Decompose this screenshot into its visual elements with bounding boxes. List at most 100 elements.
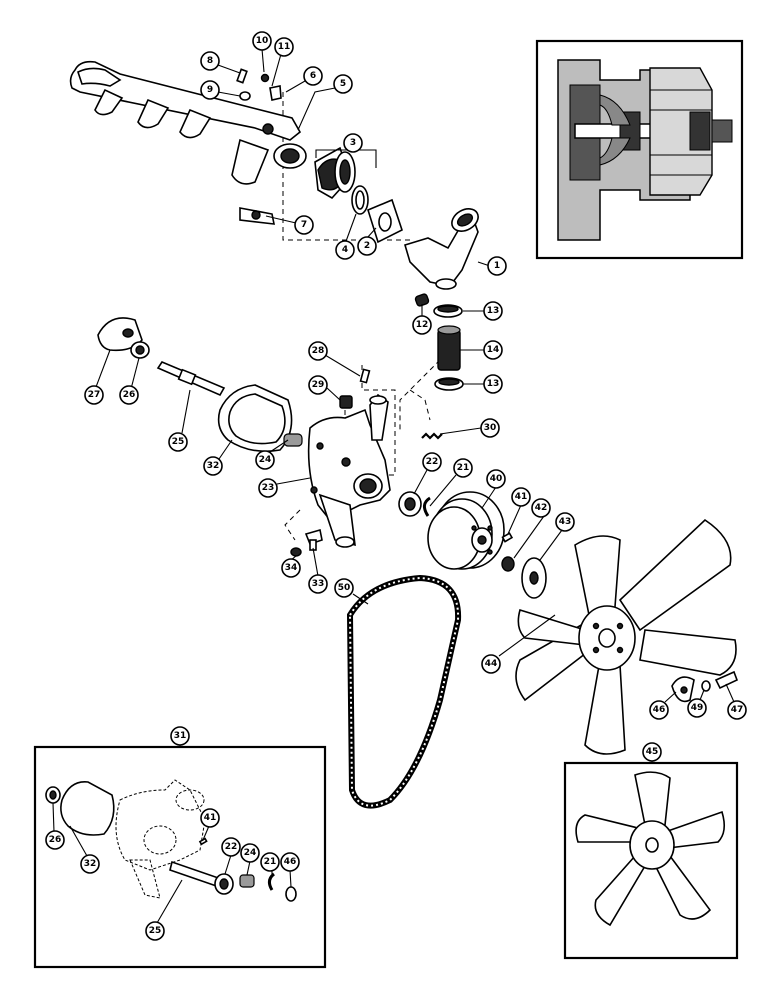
cooling-fan-44	[515, 518, 737, 755]
callout-49: 49	[687, 698, 707, 718]
callout-9: 9	[200, 80, 220, 100]
callout-12-label: 12	[416, 320, 429, 330]
callout-28: 28	[308, 341, 328, 361]
nut-42	[501, 556, 515, 572]
callout-1: 1	[487, 256, 507, 276]
inset-31-drawing	[45, 779, 297, 902]
callout-29: 29	[308, 375, 328, 395]
pump-bushing-24	[283, 433, 303, 447]
pump-shaft	[156, 361, 226, 397]
callout-21: 21	[453, 458, 473, 478]
bearing-22	[398, 491, 422, 517]
leader-lines	[52, 48, 735, 924]
callout-34: 34	[281, 558, 301, 578]
key-41	[501, 532, 514, 543]
thermostat	[314, 146, 356, 200]
callout-40: 40	[486, 469, 506, 489]
callout-27: 27	[84, 385, 104, 405]
fan-belt	[346, 574, 462, 809]
pump-cross-section-inset	[535, 39, 744, 260]
inset-31-callout-24-label: 24	[244, 848, 257, 858]
callout-4-label: 4	[342, 245, 348, 255]
callout-42-label: 42	[535, 503, 548, 513]
manifold-gasket-7	[239, 207, 276, 225]
callout-22: 22	[422, 452, 442, 472]
inset-31-callout-25: 25	[145, 921, 165, 941]
callout-34-label: 34	[285, 563, 298, 573]
callout-50-label: 50	[338, 583, 351, 593]
pump-rear-cover	[97, 317, 143, 352]
seal-26	[130, 341, 150, 359]
callout-26-label: 26	[123, 390, 136, 400]
callout-26: 26	[119, 385, 139, 405]
callout-44: 44	[481, 654, 501, 674]
inset-31-callout-26-label: 26	[49, 835, 62, 845]
callout-46-label: 46	[653, 705, 666, 715]
callout-40-label: 40	[490, 474, 503, 484]
cross-section-drawing	[557, 59, 733, 241]
bypass-hose-and-clamps	[433, 304, 464, 391]
inset-31-callout-46-label: 46	[284, 857, 297, 867]
water-pump-housing	[307, 393, 391, 548]
callout-32: 32	[203, 456, 223, 476]
inset-31-callout-41: 41	[200, 808, 220, 828]
callout-11-label: 11	[278, 42, 291, 52]
thermostat-seal-and-gasket	[351, 185, 403, 244]
callout-7: 7	[294, 215, 314, 235]
inset-45-fan-drawing	[575, 771, 726, 927]
callout-50: 50	[334, 578, 354, 598]
inset-31-callout-46: 46	[280, 852, 300, 872]
fan-spacer-43	[521, 557, 547, 599]
pump-gasket-32	[217, 384, 293, 453]
callout-47: 47	[727, 700, 747, 720]
callout-10-label: 10	[256, 36, 269, 46]
callout-49-label: 49	[691, 703, 704, 713]
callout-23: 23	[258, 478, 278, 498]
callout-33-label: 33	[312, 579, 325, 589]
inset-31-title-label: 31	[174, 731, 187, 741]
inset-31-callout-22: 22	[221, 837, 241, 857]
inset-31-callout-21: 21	[260, 852, 280, 872]
callout-7-label: 7	[301, 220, 307, 230]
inset-31-callout-32-label: 32	[84, 859, 97, 869]
pump-spring-30	[421, 432, 443, 440]
callout-43: 43	[555, 512, 575, 532]
callout-13-upper-label: 13	[487, 306, 500, 316]
callout-30-label: 30	[484, 423, 497, 433]
callout-4: 4	[335, 240, 355, 260]
manifold-fasteners	[236, 68, 282, 101]
pump-pin-28	[359, 368, 371, 384]
snap-ring-21	[423, 496, 431, 517]
callout-14: 14	[483, 340, 503, 360]
callout-30: 30	[480, 418, 500, 438]
callout-25-label: 25	[172, 437, 185, 447]
callout-27-label: 27	[88, 390, 101, 400]
callout-41-label: 41	[515, 492, 528, 502]
callout-5-label: 5	[340, 79, 346, 89]
callout-10: 10	[252, 31, 272, 51]
water-outlet-elbow	[404, 208, 479, 290]
callout-6: 6	[303, 66, 323, 86]
callout-11: 11	[274, 37, 294, 57]
callout-9-label: 9	[207, 85, 213, 95]
callout-44-label: 44	[485, 659, 498, 669]
inset-31-callout-24: 24	[240, 843, 260, 863]
callout-2: 2	[357, 236, 377, 256]
inset-31-callout-32: 32	[80, 854, 100, 874]
callout-43-label: 43	[559, 517, 572, 527]
bolt-33-and-washer-34	[290, 528, 323, 557]
callout-13-upper: 13	[483, 301, 503, 321]
pipe-plug-12	[414, 293, 430, 307]
inset-31-callout-26: 26	[45, 830, 65, 850]
callout-3-label: 3	[350, 138, 356, 148]
inset-45-title: 45	[642, 742, 662, 762]
callout-13-lower-label: 13	[487, 379, 500, 389]
pump-plug-29	[339, 395, 353, 409]
callout-14-label: 14	[487, 345, 500, 355]
callout-41: 41	[511, 487, 531, 507]
callout-46: 46	[649, 700, 669, 720]
callout-2-label: 2	[364, 241, 370, 251]
inset-31-title: 31	[170, 726, 190, 746]
callout-23-label: 23	[262, 483, 275, 493]
